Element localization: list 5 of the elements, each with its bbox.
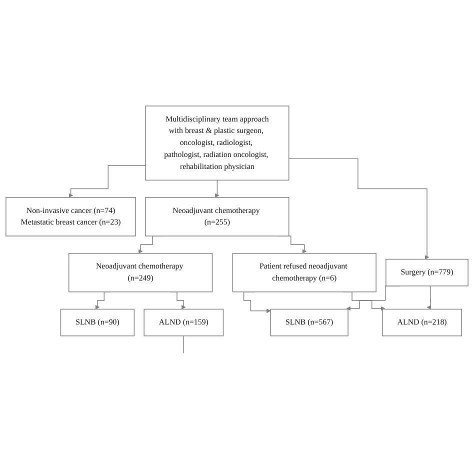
arrow xyxy=(426,286,432,310)
arrow xyxy=(288,158,430,260)
arrow xyxy=(215,180,220,198)
arrow xyxy=(68,165,146,198)
connector xyxy=(183,336,184,354)
